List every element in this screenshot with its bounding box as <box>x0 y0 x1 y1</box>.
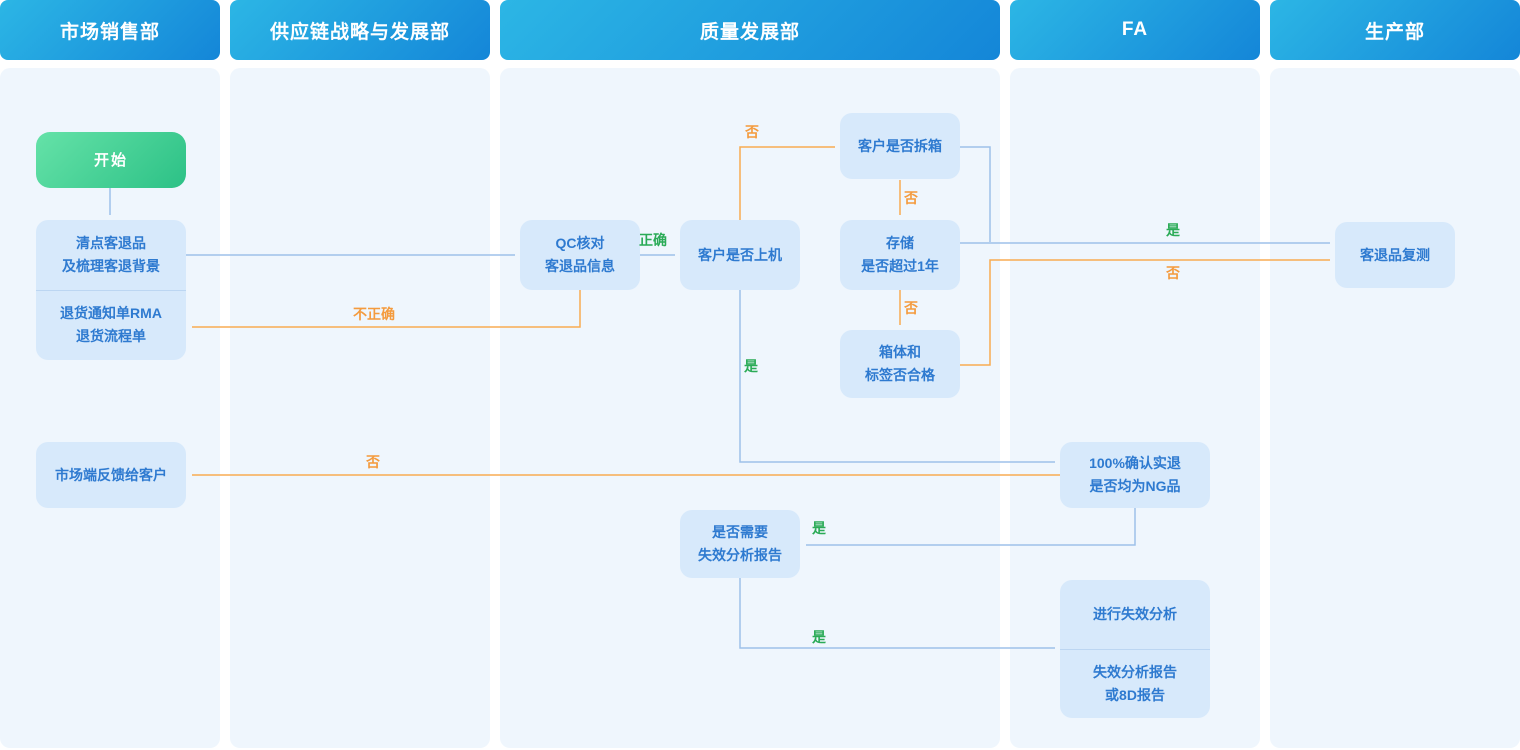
node-text: 进行失效分析 <box>1093 605 1177 622</box>
edge-label-no-box: 否 <box>904 300 918 316</box>
edge-label-no-unboxed: 否 <box>745 124 759 140</box>
lane-header-fa: FA <box>1010 0 1260 60</box>
lane-header-marketing: 市场销售部 <box>0 0 220 60</box>
node-storage-over-1y: 存储 是否超过1年 <box>840 220 960 290</box>
node-text: 失效分析报告 <box>1093 663 1177 680</box>
edge-label-correct: 正确 <box>639 232 667 248</box>
node-text: QC核对 <box>555 235 605 251</box>
node-text: 退货通知单RMA <box>60 305 162 322</box>
node-ng-confirm: 100%确认实退 是否均为NG品 <box>1060 442 1210 508</box>
node-customer-on-machine: 客户是否上机 <box>680 220 800 290</box>
node-text: 清点客退品 <box>76 234 146 251</box>
edge-label-yes-do-fa: 是 <box>812 629 826 645</box>
node-text: 及梳理客退背景 <box>62 257 160 274</box>
node-count-returns: 清点客退品 及梳理客退背景 <box>36 220 186 290</box>
node-text: 是否需要 <box>712 524 768 540</box>
lane-body-supply-chain <box>230 68 490 748</box>
lane-body-production <box>1270 68 1520 748</box>
lane-header-supply-chain: 供应链战略与发展部 <box>230 0 490 60</box>
node-text: 客退品信息 <box>545 258 615 274</box>
node-text: 箱体和 <box>879 344 921 360</box>
edge-label-yes-retest: 是 <box>1166 222 1180 238</box>
node-text: 是否均为NG品 <box>1089 478 1181 494</box>
node-need-fa-report: 是否需要 失效分析报告 <box>680 510 800 578</box>
node-count-returns-rma: 清点客退品 及梳理客退背景 退货通知单RMA 退货流程单 <box>36 220 186 360</box>
node-text: 100%确认实退 <box>1089 455 1181 471</box>
lane-header-quality: 质量发展部 <box>500 0 1000 60</box>
node-text: 或8D报告 <box>1105 686 1165 703</box>
edge-label-no-storage: 否 <box>904 190 918 206</box>
node-text: 退货流程单 <box>76 328 146 345</box>
lane-header-production: 生产部 <box>1270 0 1520 60</box>
node-text: 是否超过1年 <box>861 258 939 274</box>
node-customer-unboxed: 客户是否拆箱 <box>840 113 960 179</box>
node-do-fa: 进行失效分析 <box>1060 580 1210 649</box>
node-rma-doc: 退货通知单RMA 退货流程单 <box>36 289 186 361</box>
edge-label-no-retest: 否 <box>1166 265 1180 281</box>
edge-label-no-feedback: 否 <box>366 454 380 470</box>
node-start: 开始 <box>36 132 186 188</box>
edge-label-yes-ng: 是 <box>744 358 758 374</box>
node-text: 存储 <box>886 235 914 251</box>
node-text: 标签否合格 <box>865 367 935 383</box>
edge-label-yes-need-fa: 是 <box>812 520 826 536</box>
node-retest: 客退品复测 <box>1335 222 1455 288</box>
node-text: 失效分析报告 <box>698 547 782 563</box>
node-qc-check: QC核对 客退品信息 <box>520 220 640 290</box>
node-box-label-ok: 箱体和 标签否合格 <box>840 330 960 398</box>
edge-label-incorrect: 不正确 <box>353 306 395 322</box>
node-fa-analysis: 进行失效分析 失效分析报告 或8D报告 <box>1060 580 1210 718</box>
node-market-feedback: 市场端反馈给客户 <box>36 442 186 508</box>
node-fa-report: 失效分析报告 或8D报告 <box>1060 648 1210 719</box>
